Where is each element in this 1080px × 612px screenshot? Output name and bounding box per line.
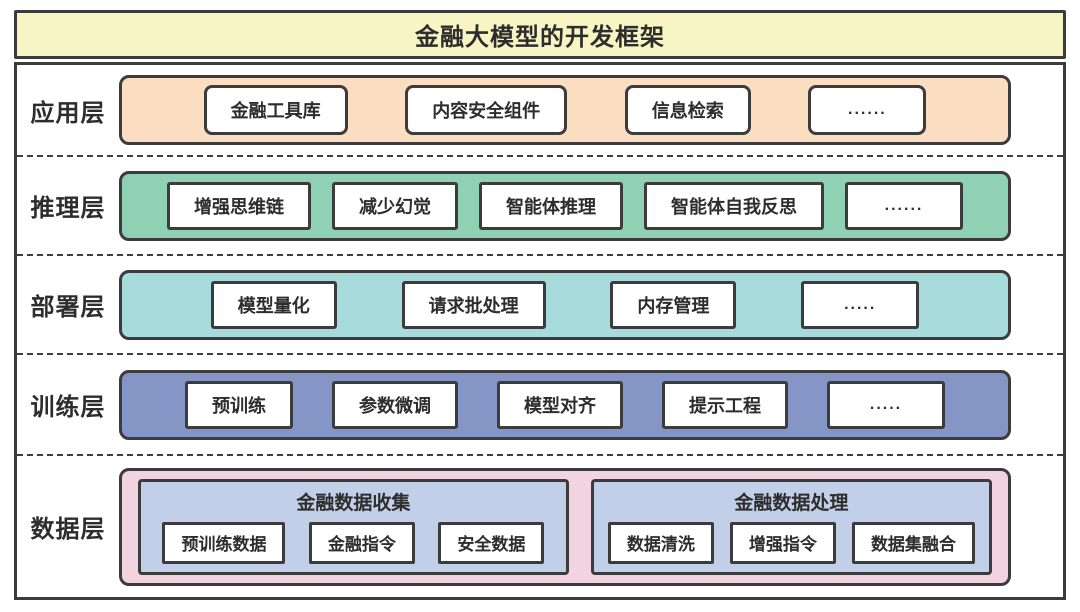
band-application: 金融工具库 内容安全组件 信息检索 ...... [119, 75, 1011, 145]
item-application-more: ...... [808, 85, 927, 135]
group-financial-data-collection: 金融数据收集 预训练数据 金融指令 安全数据 [138, 478, 569, 575]
item-agent-reasoning: 智能体推理 [479, 181, 623, 230]
group-items-data-processing: 数据清洗 增强指令 数据集融合 [606, 521, 977, 564]
layer-row-data: 数据层 金融数据收集 预训练数据 金融指令 安全数据 金融数据处理 数据清洗 增… [17, 456, 1063, 597]
layer-row-deployment: 部署层 模型量化 请求批处理 内存管理 ..... [17, 256, 1063, 355]
layer-label-application: 应用层 [30, 99, 106, 127]
item-agent-self-reflection: 智能体自我反思 [644, 181, 824, 230]
band-data: 金融数据收集 预训练数据 金融指令 安全数据 金融数据处理 数据清洗 增强指令 … [119, 467, 1011, 586]
item-financial-toolkit: 金融工具库 [203, 85, 348, 135]
band-inference: 增强思维链 减少幻觉 智能体推理 智能体自我反思 ...... [119, 170, 1011, 241]
item-enhanced-chain-of-thought: 增强思维链 [167, 181, 311, 230]
item-pretrain-data: 预训练数据 [162, 521, 286, 564]
layer-row-application: 应用层 金融工具库 内容安全组件 信息检索 ...... [17, 65, 1063, 157]
item-model-quantization: 模型量化 [210, 280, 337, 329]
layer-row-training: 训练层 预训练 参数微调 模型对齐 提示工程 ..... [17, 355, 1063, 456]
item-parameter-finetuning: 参数微调 [332, 380, 458, 429]
item-prompt-engineering: 提示工程 [662, 380, 788, 429]
item-pretraining: 预训练 [185, 380, 293, 429]
group-items-data-collection: 预训练数据 金融指令 安全数据 [153, 521, 554, 564]
item-training-more: ..... [827, 380, 945, 429]
item-deployment-more: ..... [801, 280, 920, 329]
item-request-batching: 请求批处理 [401, 280, 546, 329]
framework-main-box: 应用层 金融工具库 内容安全组件 信息检索 ...... 推理层 增强思维链 减… [14, 62, 1066, 600]
item-safety-data: 安全数据 [438, 521, 545, 564]
layer-row-inference: 推理层 增强思维链 减少幻觉 智能体推理 智能体自我反思 ...... [17, 157, 1063, 256]
layer-label-deployment: 部署层 [30, 294, 106, 321]
group-title-data-processing: 金融数据处理 [734, 492, 849, 514]
layer-label-inference: 推理层 [30, 195, 106, 222]
item-info-retrieval: 信息检索 [624, 85, 751, 135]
item-data-cleaning: 数据清洗 [607, 521, 714, 564]
item-content-safety-component: 内容安全组件 [405, 85, 568, 135]
layer-label-training: 训练层 [30, 394, 106, 421]
item-memory-management: 内存管理 [610, 280, 737, 329]
group-title-data-collection: 金融数据收集 [296, 492, 411, 514]
item-financial-instruction: 金融指令 [308, 521, 415, 564]
item-model-alignment: 模型对齐 [497, 380, 623, 429]
item-reduce-hallucination: 减少幻觉 [332, 181, 458, 230]
item-dataset-fusion: 数据集融合 [851, 521, 975, 564]
group-financial-data-processing: 金融数据处理 数据清洗 增强指令 数据集融合 [590, 478, 992, 575]
item-augmented-instruction: 增强指令 [729, 521, 836, 564]
band-deployment: 模型量化 请求批处理 内存管理 ..... [119, 269, 1011, 340]
item-inference-more: ...... [845, 181, 963, 230]
diagram-title: 金融大模型的开发框架 [14, 10, 1066, 59]
layer-label-data: 数据层 [30, 516, 106, 543]
band-training: 预训练 参数微调 模型对齐 提示工程 ..... [119, 369, 1011, 440]
